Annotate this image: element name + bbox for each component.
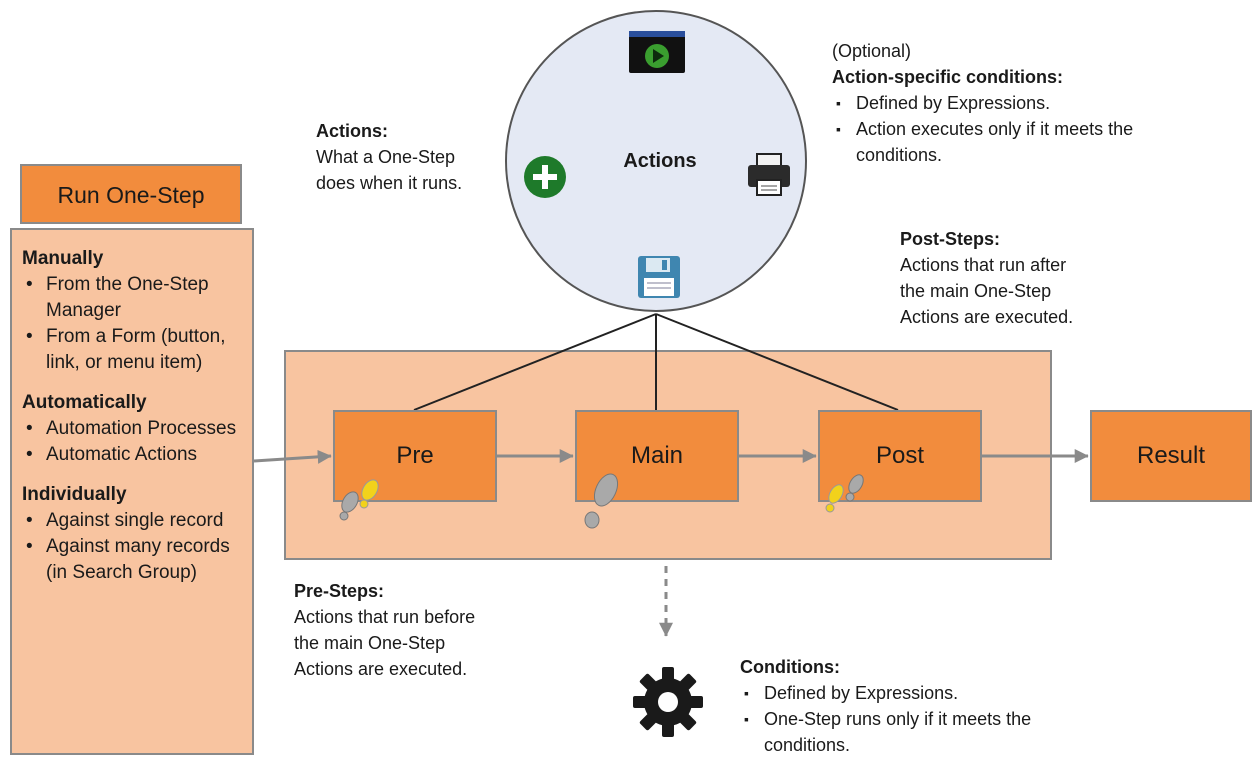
trigger-item: Automatic Actions (26, 442, 252, 468)
post-steps-heading: Post-Steps: (900, 229, 1001, 249)
pre-steps-line: Actions are executed. (294, 659, 468, 679)
action-conditions-optional: (Optional) (832, 41, 912, 61)
conditions-note: Conditions: Defined by Expressions. One-… (740, 654, 1080, 758)
trigger-item: Automation Processes (26, 416, 252, 442)
pre-steps-note: Pre-Steps: Actions that run before the m… (294, 578, 554, 682)
add-icon (524, 156, 566, 198)
trigger-group-manually: Manually From the One-Step Manager From … (22, 246, 252, 376)
trigger-item: From the One-Step Manager (26, 272, 252, 324)
step-post-box: Post (818, 410, 982, 502)
footprints-post-icon (825, 474, 864, 513)
connector-line-post (655, 313, 899, 411)
actions-circle-label: Actions (623, 150, 697, 172)
save-disk-icon (638, 256, 680, 298)
action-conditions-item: Defined by Expressions. (836, 90, 1176, 116)
trigger-heading-manually: Manually (22, 248, 104, 269)
gear-icon (633, 667, 703, 737)
step-pre-box: Pre (333, 410, 497, 502)
post-steps-line: Actions that run after (900, 255, 1067, 275)
pre-steps-line: the main One-Step (294, 633, 446, 653)
conditions-item: Defined by Expressions. (744, 680, 1074, 706)
step-result-box: Result (1090, 410, 1252, 502)
trigger-item: Against single record (26, 508, 252, 534)
play-window-icon (629, 31, 685, 73)
post-steps-note: Post-Steps: Actions that run after the m… (900, 226, 1160, 330)
action-conditions-item: Action executes only if it meets the con… (836, 116, 1176, 168)
conditions-item: One-Step runs only if it meets the condi… (744, 706, 1074, 758)
trigger-heading-automatically: Automatically (22, 392, 147, 413)
trigger-group-automatically: Automatically Automation Processes Autom… (22, 390, 252, 468)
post-steps-line: Actions are executed. (900, 307, 1074, 327)
actions-note-line: does when it runs. (316, 173, 463, 193)
run-onestep-box: Run One-Step (20, 164, 242, 224)
actions-note-line: What a One-Step (316, 147, 456, 167)
post-steps-line: the main One-Step (900, 281, 1052, 301)
trigger-heading-individually: Individually (22, 484, 127, 505)
footprints-yellow-icon (339, 479, 379, 521)
action-conditions-heading: Action-specific conditions: (832, 67, 1064, 87)
conditions-heading: Conditions: (740, 657, 840, 677)
trigger-list: Manually From the One-Step Manager From … (22, 246, 252, 600)
pre-steps-line: Actions that run before (294, 607, 476, 627)
actions-note: Actions: What a One-Step does when it ru… (316, 118, 506, 196)
footprint-grey-icon (584, 473, 619, 529)
pre-steps-heading: Pre-Steps: (294, 581, 385, 601)
actions-note-heading: Actions: (316, 121, 388, 141)
trigger-item: Against many records (in Search Group) (26, 534, 252, 586)
trigger-item: From a Form (button, link, or menu item) (26, 324, 252, 376)
connector-line-pre (413, 313, 657, 411)
printer-icon (748, 153, 790, 196)
trigger-group-individually: Individually Against single record Again… (22, 482, 252, 586)
action-conditions-note: (Optional) Action-specific conditions: D… (832, 38, 1232, 168)
arrow-trigger-to-pre (253, 449, 332, 464)
